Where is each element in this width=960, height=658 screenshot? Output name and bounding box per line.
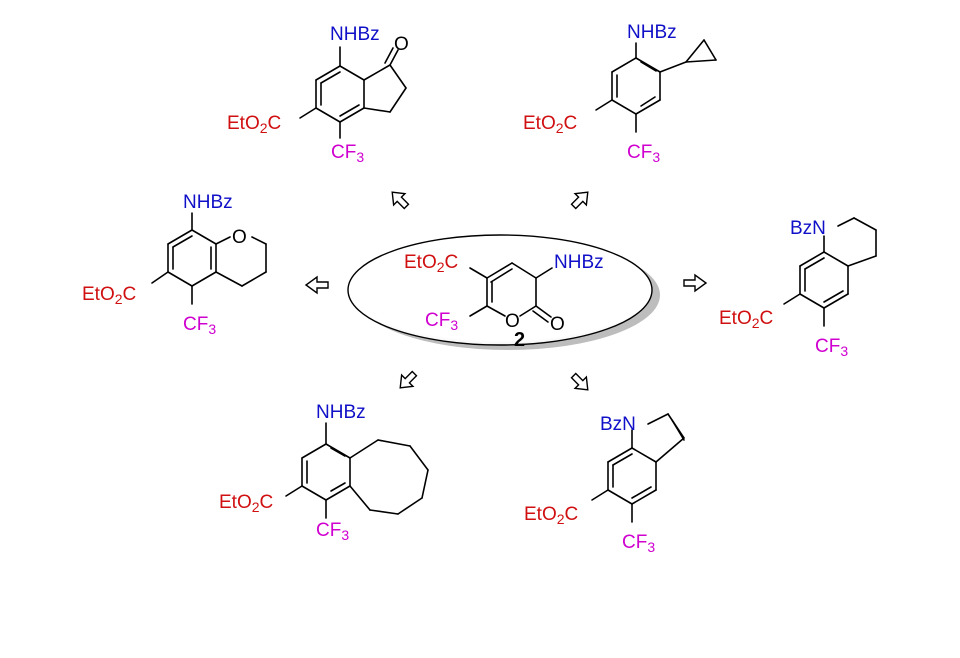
center-ellipse — [347, 234, 653, 346]
product-chromane: NHBz O EtO2C CF3 — [82, 192, 267, 337]
pyranone-ring — [469, 262, 553, 323]
svg-text:EtO2C: EtO2C — [82, 284, 136, 307]
product-cyclopropyl: NHBz EtO2C CF3 — [523, 22, 717, 165]
svg-text:CF3: CF3 — [316, 520, 349, 543]
arrow-down-left — [399, 370, 418, 389]
svg-text:NHBz: NHBz — [316, 402, 366, 423]
svg-text:BzN: BzN — [790, 218, 826, 239]
product-tetrahydroquinoline: BzN EtO2C CF3 — [719, 217, 877, 359]
svg-text:EtO2C: EtO2C — [227, 113, 281, 136]
arrow-right — [683, 273, 708, 293]
svg-text:EtO2C: EtO2C — [719, 308, 773, 331]
ring-oxygen-label: O — [505, 311, 520, 332]
arrow-up-left — [391, 191, 410, 210]
center-cf3-label: CF3 — [425, 310, 458, 333]
svg-text:EtO2C: EtO2C — [524, 504, 578, 527]
product-benzocycloheptene: NHBz EtO2C CF3 — [219, 402, 429, 543]
arrow-down-right — [570, 372, 589, 391]
svg-text:CF3: CF3 — [331, 142, 364, 165]
center-compound: EtO2C NHBz CF3 O O 2 — [347, 234, 660, 351]
svg-text:CF3: CF3 — [622, 532, 655, 555]
svg-text:CF3: CF3 — [627, 142, 660, 165]
svg-text:NHBz: NHBz — [627, 22, 677, 43]
svg-text:EtO2C: EtO2C — [219, 492, 273, 515]
svg-text:EtO2C: EtO2C — [523, 113, 577, 136]
svg-text:CF3: CF3 — [183, 314, 216, 337]
arrow-left — [304, 275, 329, 295]
svg-text:O: O — [394, 34, 409, 55]
center-amine-label: NHBz — [554, 252, 604, 273]
product-indanone: NHBz O EtO2C CF3 — [227, 24, 409, 165]
svg-text:BzN: BzN — [600, 414, 636, 435]
carbonyl-oxygen-label: O — [550, 314, 565, 335]
compound-number: 2 — [514, 329, 525, 351]
center-ester-label: EtO2C — [404, 252, 458, 275]
svg-text:NHBz: NHBz — [183, 192, 233, 213]
svg-text:CF3: CF3 — [815, 336, 848, 359]
product-indole: BzN EtO2C CF3 — [524, 413, 685, 555]
arrows — [304, 191, 708, 391]
svg-text:NHBz: NHBz — [330, 24, 380, 45]
arrow-up-right — [570, 191, 589, 210]
svg-text:O: O — [232, 227, 247, 248]
